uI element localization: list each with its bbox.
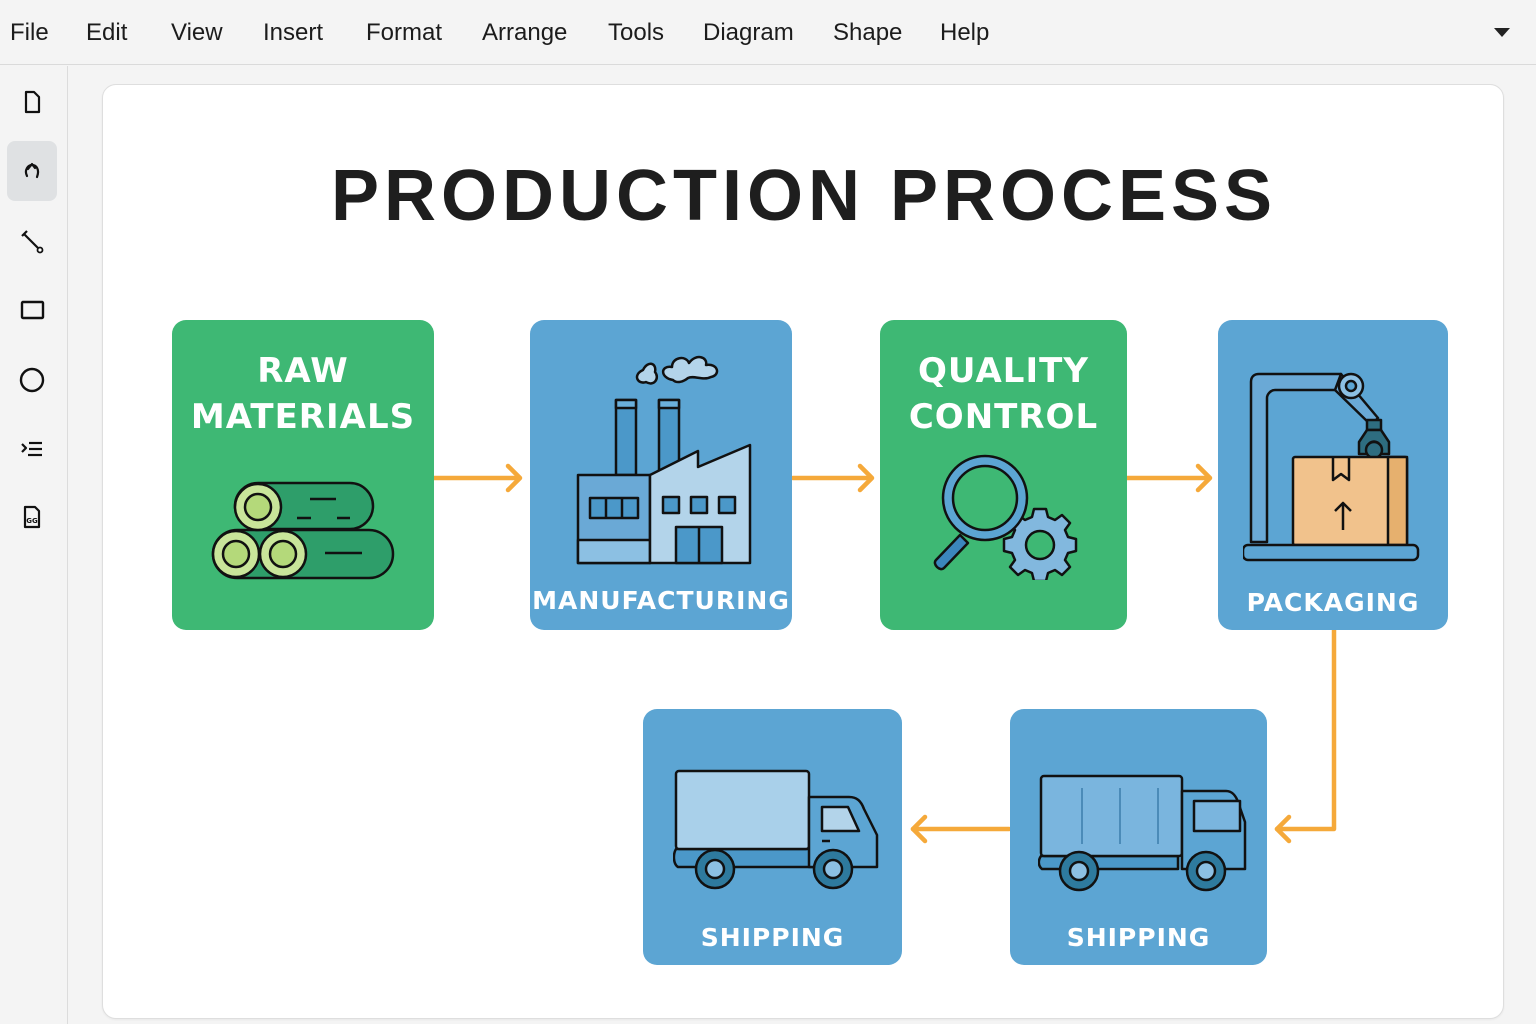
- arrow-raw-to-manufacturing[interactable]: [431, 463, 523, 493]
- step-label: SHIPPING: [1066, 923, 1211, 952]
- step-label: PACKAGING: [1246, 588, 1420, 617]
- step-shipping[interactable]: SHIPPING: [1010, 709, 1267, 965]
- menu-file[interactable]: File: [10, 19, 49, 46]
- arrow-quality-to-packaging[interactable]: [1124, 463, 1213, 493]
- caret-down-icon[interactable]: [1494, 28, 1510, 37]
- arrow-packaging-to-shipping[interactable]: [1274, 627, 1337, 844]
- step-label: RAW MATERIALS: [172, 348, 434, 440]
- menu-help[interactable]: Help: [940, 19, 990, 46]
- step-label: SHIPPING: [700, 923, 845, 952]
- tool-list[interactable]: [7, 419, 57, 479]
- undo-arrow-icon: [24, 162, 40, 179]
- tool-ellipse[interactable]: [7, 350, 57, 410]
- diagram-canvas[interactable]: PRODUCTION PROCESS RAW MATERIALS: [102, 84, 1504, 1019]
- step-label: MANUFACTURING: [532, 586, 790, 615]
- step-label-line2: CONTROL: [908, 397, 1099, 437]
- step-packaging[interactable]: PACKAGING: [1218, 320, 1448, 630]
- menu-insert[interactable]: Insert: [263, 19, 324, 46]
- menu-edit[interactable]: Edit: [86, 19, 128, 46]
- menu-arrange[interactable]: Arrange: [482, 19, 568, 46]
- menu-view[interactable]: View: [171, 19, 223, 46]
- list-indent-icon: [21, 441, 42, 457]
- tool-undo[interactable]: [7, 141, 57, 201]
- menu-format[interactable]: Format: [366, 19, 443, 46]
- rectangle-icon: [20, 300, 45, 320]
- menu-tools[interactable]: Tools: [608, 19, 665, 46]
- magnifier-gear-icon: [933, 454, 1078, 580]
- step-label-line1: QUALITY: [918, 351, 1089, 391]
- step-manufacturing[interactable]: MANUFACTURING: [530, 320, 792, 630]
- line-connector-icon: [21, 230, 44, 254]
- diagram-title[interactable]: PRODUCTION PROCESS: [330, 156, 1278, 236]
- step-shipping-final[interactable]: SHIPPING: [643, 709, 902, 965]
- tool-new-page[interactable]: [7, 72, 57, 132]
- arrow-shipping-to-shipping[interactable]: [910, 814, 1012, 844]
- factory-icon: [576, 355, 752, 565]
- step-label-line2: MATERIALS: [190, 397, 416, 437]
- menu-shape[interactable]: Shape: [833, 19, 903, 46]
- step-quality-control[interactable]: QUALITY CONTROL: [880, 320, 1127, 630]
- step-label: QUALITY CONTROL: [880, 348, 1127, 440]
- truck-icon: [673, 769, 879, 890]
- tool-export[interactable]: GG: [7, 487, 57, 547]
- file-export-icon: GG: [23, 505, 41, 529]
- tool-rectangle[interactable]: [7, 280, 57, 340]
- page-icon: [24, 90, 41, 114]
- step-raw-materials[interactable]: RAW MATERIALS: [172, 320, 434, 630]
- tool-connector[interactable]: [7, 212, 57, 272]
- svg-text:GG: GG: [26, 517, 38, 525]
- tool-sidebar: GG: [0, 66, 68, 1024]
- robot-arm-box-icon: [1243, 372, 1420, 562]
- logs-icon: [211, 481, 395, 580]
- container-truck-icon: [1038, 774, 1247, 892]
- menu-diagram[interactable]: Diagram: [703, 19, 794, 46]
- menu-bar: File Edit View Insert Format Arrange Too…: [0, 0, 1536, 65]
- arrow-manufacturing-to-quality[interactable]: [790, 463, 875, 493]
- step-label-line1: RAW: [257, 351, 349, 391]
- circle-icon: [19, 367, 45, 393]
